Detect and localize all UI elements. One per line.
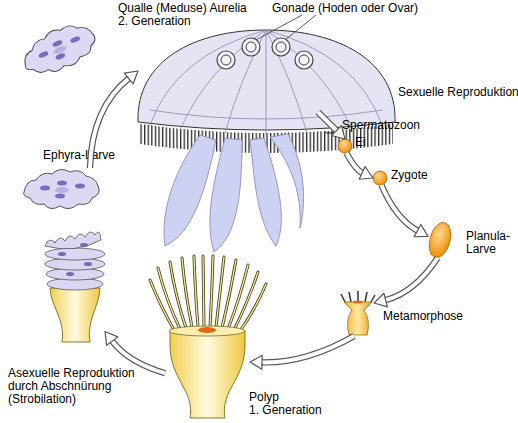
stage-label: 2. Generation — [118, 15, 191, 28]
zygote-node: Zygote — [373, 171, 387, 185]
arrow-head — [414, 224, 428, 236]
part-label: Gonade (Hoden oder Ovar) — [272, 2, 418, 15]
cycle-arrow — [346, 153, 373, 179]
arrow-outline — [262, 336, 354, 362]
arrow-head — [359, 167, 373, 180]
arrow-head — [250, 355, 262, 369]
stage-label: Metamorphose — [383, 310, 463, 323]
medusa-node: Qualle (Meduse) Aurelia2. Generation — [138, 30, 395, 112]
stage-label: Polyp — [249, 391, 279, 404]
strobila-figure — [45, 232, 105, 342]
polyp-node: Polyp1. Generation — [165, 258, 250, 418]
ephyra-node: Ephyra-Larve — [22, 168, 102, 210]
cycle-arrow — [374, 258, 438, 307]
arrow-outline — [386, 258, 438, 300]
arrow-heads — [124, 71, 138, 84]
metamorphosis-node: Metamorphose — [341, 292, 374, 336]
gamete-figures — [325, 132, 454, 260]
ephyra-figures — [17, 17, 102, 209]
cycle-arrow — [381, 185, 428, 237]
arrow-heads — [105, 332, 118, 346]
stage-label: Asexuelle Reproduktion durch Abschnürung… — [8, 367, 148, 406]
polyp-figure — [150, 256, 266, 418]
cycle-arrow — [250, 336, 354, 369]
cycle-arrow — [318, 112, 345, 139]
arrow-outline — [346, 153, 362, 173]
stage-label: Zygote — [391, 169, 428, 182]
arrow-heads — [374, 293, 387, 307]
strobila-node: Asexuelle Reproduktion durch Abschnürung… — [40, 228, 105, 343]
arrow-body — [381, 185, 417, 231]
arrow-heads — [250, 355, 262, 369]
arrow-head — [374, 293, 387, 307]
stage-label: Ei — [355, 136, 366, 149]
planula-node: Planula- Larve — [428, 222, 452, 258]
arrow-body — [262, 336, 354, 362]
stage-label: 1. Generation — [249, 404, 322, 417]
part-label: Spermatozoon — [342, 119, 420, 132]
medusa-figure — [138, 15, 395, 252]
arrow-head — [124, 71, 138, 84]
arrow-body — [346, 153, 362, 173]
arrow-heads — [414, 224, 428, 236]
stage-label: Ephyra-Larve — [43, 149, 115, 162]
process-label: Sexuelle Reproduktion — [398, 86, 518, 99]
arrow-outline — [318, 112, 337, 131]
stage-label: Planula- Larve — [466, 230, 518, 256]
egg-node: Ei — [338, 139, 352, 153]
arrow-head — [105, 332, 118, 346]
metamorphosis-figure — [341, 291, 375, 335]
stage-label: Qualle (Meduse) Aurelia — [118, 2, 247, 15]
arrow-outline — [381, 185, 417, 231]
arrow-body — [386, 258, 438, 300]
arrow-body — [318, 112, 337, 131]
arrow-heads — [359, 167, 373, 180]
